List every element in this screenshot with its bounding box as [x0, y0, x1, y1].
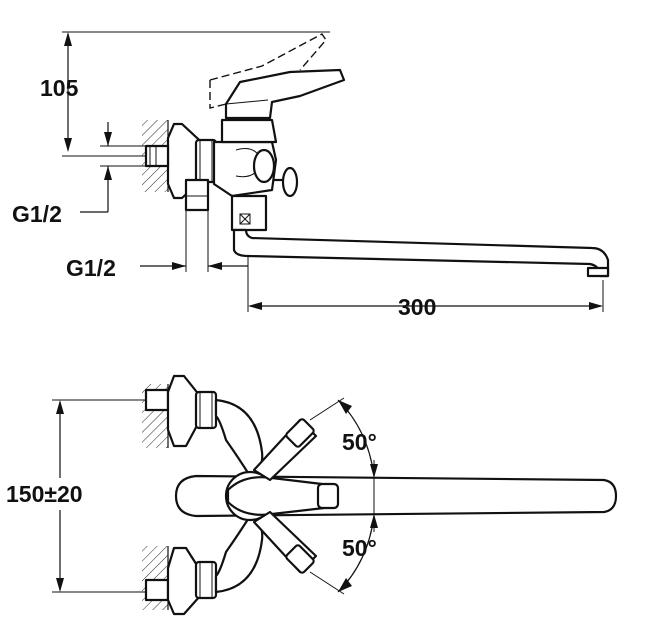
side-view: [62, 31, 610, 312]
dim-thread-bottom: G1/2: [66, 255, 116, 281]
dim-angle-top: 50°: [342, 429, 377, 455]
top-view: [52, 374, 618, 616]
dim-angle-bottom: 50°: [342, 535, 377, 561]
dim-center-distance: 150±20: [6, 481, 83, 507]
dim-height-lever: 105: [40, 75, 79, 101]
dim-thread-top: G1/2: [12, 201, 62, 227]
dim-spout-length: 300: [398, 294, 436, 320]
